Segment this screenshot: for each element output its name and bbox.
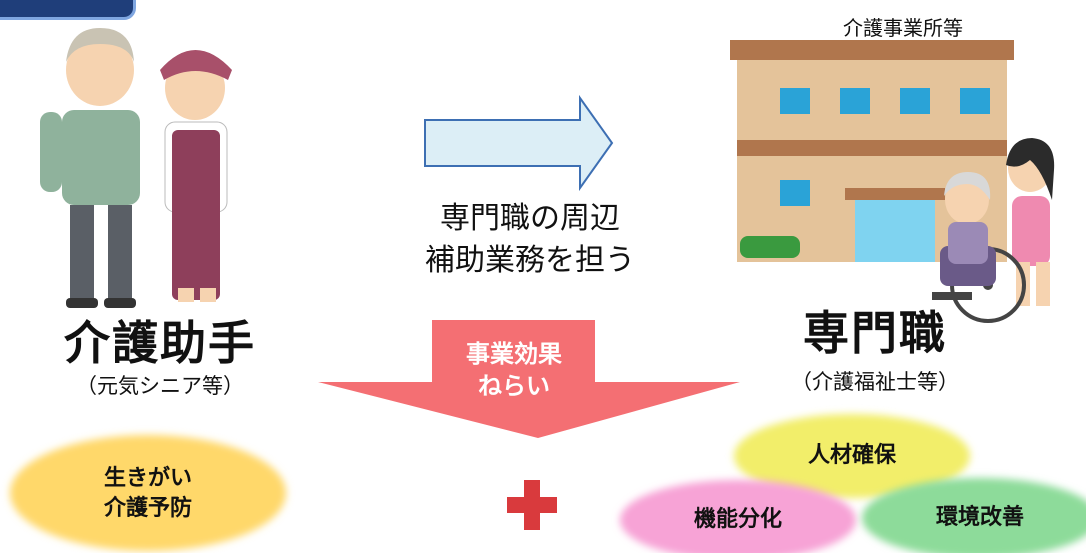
effect-label: 事業効果 ねらい bbox=[432, 338, 596, 402]
left-role-subtitle: （元気シニア等） bbox=[76, 374, 244, 398]
right-role-title: 専門職 bbox=[803, 306, 947, 360]
benefit-staffing: 人材確保 bbox=[807, 443, 896, 469]
benefit-left-line1: 生きがい bbox=[103, 466, 192, 492]
benefit-blob-left bbox=[10, 435, 286, 551]
effect-arrow bbox=[318, 320, 740, 438]
right-role-subtitle: （介護福祉士等） bbox=[791, 370, 959, 394]
seniors-illustration bbox=[40, 28, 232, 308]
facility-label: 介護事業所等 bbox=[843, 16, 963, 40]
left-role: 介護助手 （元気シニア等） bbox=[40, 320, 280, 397]
benefit-blob-function bbox=[620, 480, 856, 553]
effect-line2: ねらい bbox=[478, 372, 550, 400]
plus-icon bbox=[507, 480, 557, 530]
benefit-function: 機能分化 bbox=[693, 507, 782, 533]
benefit-environment: 環境改善 bbox=[935, 505, 1024, 531]
arrow-text: 専門職の周辺 補助業務を担う bbox=[395, 198, 665, 282]
caregiver-illustration bbox=[932, 138, 1055, 323]
right-role: 専門職 （介護福祉士等） bbox=[775, 310, 975, 393]
left-role-title: 介護助手 bbox=[64, 316, 256, 370]
direction-arrow bbox=[424, 94, 614, 192]
corner-tab bbox=[0, 0, 136, 20]
arrow-text-line2: 補助業務を担う bbox=[425, 243, 635, 278]
benefit-blob-environment bbox=[862, 478, 1086, 553]
benefit-blob-staffing bbox=[734, 414, 970, 498]
benefit-left: 生きがい 介護予防 bbox=[12, 440, 284, 548]
arrow-text-line1: 専門職の周辺 bbox=[440, 201, 620, 236]
facility-building-illustration bbox=[730, 40, 1014, 262]
benefit-left-line2: 介護予防 bbox=[103, 496, 192, 521]
effect-line1: 事業効果 bbox=[466, 340, 562, 368]
